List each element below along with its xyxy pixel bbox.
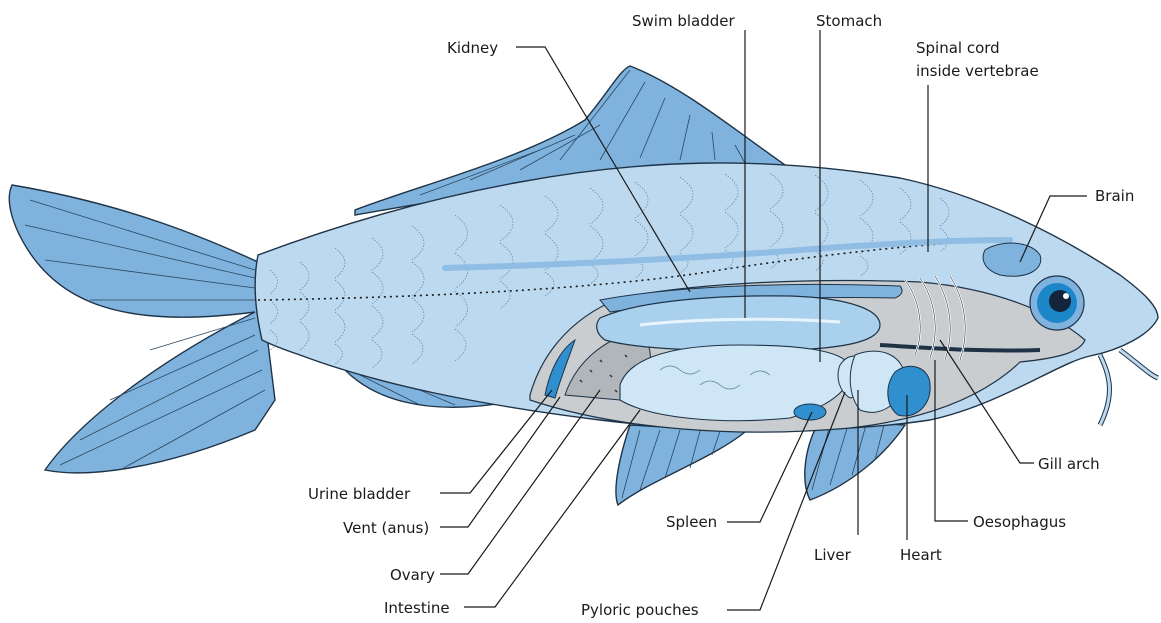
label-pyloric-pouches: Pyloric pouches [581, 601, 699, 619]
label-heart: Heart [900, 546, 942, 564]
label-spleen: Spleen [666, 513, 717, 531]
label-gill-arch: Gill arch [1038, 455, 1100, 473]
label-urine-bladder: Urine bladder [308, 485, 411, 503]
label-liver: Liver [814, 546, 852, 564]
pelvic-fin [616, 425, 745, 505]
label-kidney: Kidney [447, 39, 498, 57]
label-brain: Brain [1095, 187, 1134, 205]
label-spinal-cord-line1: Spinal cord [916, 39, 1000, 57]
brain [983, 243, 1041, 276]
label-stomach: Stomach [816, 12, 882, 30]
pectoral-fin [805, 420, 905, 500]
label-intestine: Intestine [384, 599, 450, 617]
caudal-fin [9, 185, 275, 473]
barbels [1100, 350, 1158, 425]
label-vent: Vent (anus) [343, 519, 429, 537]
label-ovary: Ovary [390, 566, 435, 584]
label-oesophagus: Oesophagus [973, 513, 1066, 531]
label-spinal-cord-line2: inside vertebrae [916, 62, 1039, 80]
label-swim-bladder: Swim bladder [632, 12, 735, 30]
eye [1030, 276, 1084, 330]
